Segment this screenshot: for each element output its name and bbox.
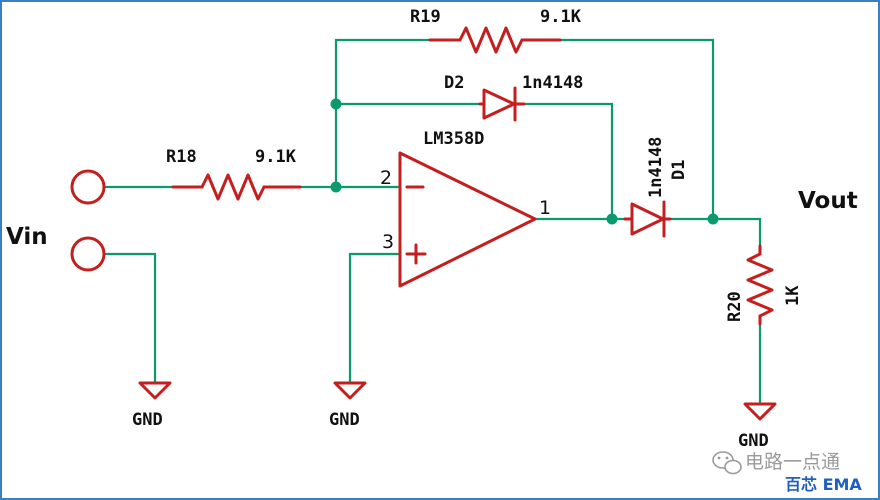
resistor-r19	[428, 26, 562, 54]
diode-d2	[478, 86, 526, 122]
vin-terminal-bottom	[70, 236, 106, 272]
r19-value: 9.1K	[540, 7, 582, 27]
watermark: 电路一点通 百芯 EMA	[712, 451, 862, 494]
vin-terminal-top	[70, 169, 106, 205]
opamp-ref: LM358D	[423, 129, 484, 149]
opamp-lm358d	[398, 151, 537, 288]
watermark-text: 电路一点通	[745, 451, 840, 473]
r18-ref: R18	[166, 147, 197, 167]
resistor-r20	[746, 244, 774, 326]
r19-ref: R19	[410, 7, 441, 27]
gnd-label: GND	[738, 431, 769, 451]
r20-ref: R20	[725, 291, 745, 322]
ground-symbol	[333, 381, 367, 400]
junction-dot	[330, 98, 342, 110]
d2-ref: D2	[444, 73, 464, 93]
ground-symbol	[138, 381, 172, 400]
r18-value: 9.1K	[255, 147, 297, 167]
junction-dot	[330, 181, 342, 193]
junction-dot	[606, 213, 618, 225]
d2-value: 1n4148	[522, 73, 583, 93]
wires	[103, 38, 762, 406]
gnd-label: GND	[132, 410, 163, 430]
gnd-label: GND	[329, 410, 360, 430]
vout-label: Vout	[798, 188, 858, 214]
resistor-r18	[171, 173, 302, 201]
pin-label-1: 1	[539, 197, 551, 219]
pin-label-3: 3	[382, 231, 394, 253]
vin-label: Vin	[6, 224, 48, 250]
junction-dot	[707, 213, 719, 225]
ground-symbol	[743, 402, 777, 421]
pin-label-2: 2	[380, 167, 392, 189]
r20-value: 1K	[783, 285, 803, 306]
wechat-icon	[712, 451, 742, 475]
d1-ref: D1	[669, 160, 689, 180]
diode-d1	[623, 200, 672, 238]
d1-value: 1n4148	[646, 137, 666, 198]
watermark-brand: 百芯 EMA	[785, 475, 862, 494]
